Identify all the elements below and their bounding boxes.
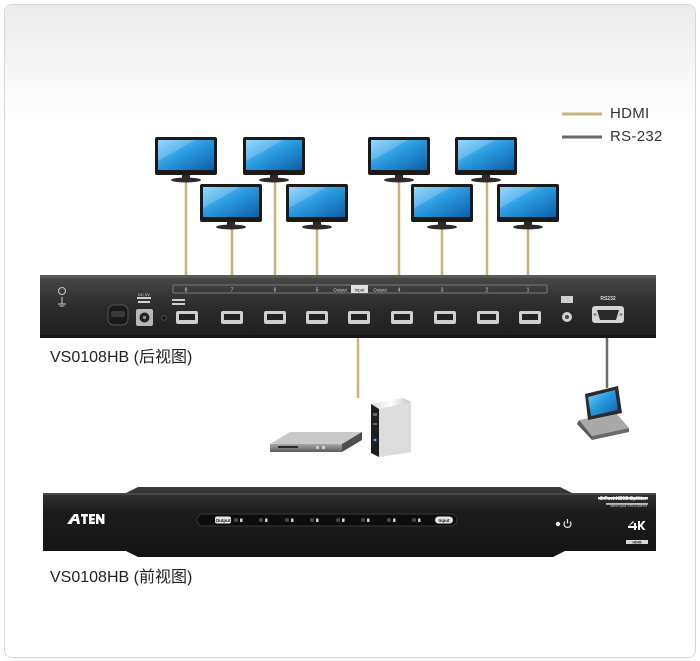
legend (562, 112, 602, 139)
hdmi-ports-rear (176, 311, 541, 324)
led-3 (285, 518, 294, 522)
led-5 (336, 518, 345, 522)
front-output-word: Output (216, 518, 231, 523)
led-8 (412, 518, 421, 522)
monitor-1 (497, 184, 559, 230)
rear-view-caption: VS0108HB (后视图) (50, 349, 193, 366)
front-view-caption: VS0108HB (前视图) (50, 569, 193, 586)
led-strip (196, 513, 458, 527)
hdmi-port-5[interactable] (306, 311, 328, 324)
monitor-2 (455, 137, 517, 183)
led-2 (259, 518, 268, 522)
legend-rs232-label: RS-232 (610, 128, 663, 145)
front-model-title: 8 Port HDMI Splitter (600, 496, 647, 502)
output-leds (234, 518, 421, 522)
hdmi-port-8[interactable] (176, 311, 198, 324)
rear-small-label (172, 299, 185, 305)
monitor-4 (368, 137, 430, 183)
led-4 (310, 518, 319, 522)
monitor-3 (411, 184, 473, 230)
rear-output-word-left: Output (333, 288, 347, 293)
monitor-8 (155, 137, 217, 183)
rear-port-number: 6 (274, 288, 277, 294)
rear-output-word-right: Output (373, 288, 387, 293)
pc-tower (371, 398, 411, 457)
rear-dc-label: DC 5V (138, 292, 150, 297)
led-7 (387, 518, 396, 522)
firmware-switch[interactable] (561, 296, 573, 322)
monitor-5 (286, 184, 348, 230)
badge-4k (628, 521, 646, 530)
power-led (555, 521, 561, 527)
dc-label-block (137, 297, 151, 303)
rear-port-number: 2 (486, 288, 489, 294)
output-tag (215, 516, 231, 524)
legend-hdmi-label: HDMI (610, 105, 650, 122)
front-input-word: Input (439, 518, 450, 523)
rs232-terminal (577, 386, 629, 440)
hdmi-port-1[interactable] (519, 311, 541, 324)
blu-ray-player (270, 432, 362, 452)
monitor-7 (200, 184, 262, 230)
hdmi-port-2[interactable] (477, 311, 499, 324)
hdmi-port-3[interactable] (434, 311, 456, 324)
front-model-sub: VanCryst VS0108HB (610, 503, 647, 508)
hdmi-port-4[interactable] (391, 311, 413, 324)
power-icon (563, 519, 572, 528)
reset-hole[interactable] (161, 315, 167, 321)
front-panel (43, 487, 656, 557)
rear-rs232-label: RS232 (600, 296, 616, 302)
front-hdmi-badge-text: HDMI (633, 541, 642, 545)
rear-port-number: 5 (316, 288, 319, 294)
hdmi-port-6[interactable] (264, 311, 286, 324)
model-label (598, 497, 648, 505)
aten-logo (67, 514, 105, 524)
input-label-box (351, 285, 368, 293)
hdmi-port-input[interactable] (348, 311, 370, 324)
rear-port-number: 7 (231, 288, 234, 294)
rear-panel (40, 275, 656, 338)
rear-port-number: 1 (527, 288, 530, 294)
hdmi-port-7[interactable] (221, 311, 243, 324)
power-switch[interactable] (107, 304, 129, 326)
ground-icon (57, 286, 67, 307)
rear-port-number: 4 (398, 288, 401, 294)
input-tag (435, 516, 453, 524)
dc-jack[interactable] (136, 309, 153, 326)
rear-port-number: 8 (185, 288, 188, 294)
rear-port-number: 3 (441, 288, 444, 294)
rs232-port[interactable] (592, 306, 624, 323)
badge-hdmi (626, 540, 648, 544)
rear-input-word: Input (354, 288, 365, 293)
led-1 (234, 518, 243, 522)
led-6 (361, 518, 370, 522)
monitor-6 (243, 137, 305, 183)
hdmi-cables-output (184, 180, 530, 281)
